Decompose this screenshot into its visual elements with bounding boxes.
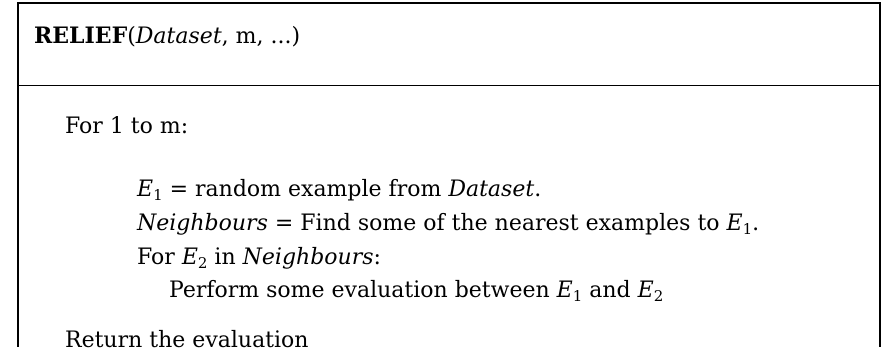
- inner-loop-mid: in: [207, 245, 243, 270]
- inner-loop-end: :: [373, 245, 381, 270]
- var-e2: E: [181, 245, 198, 270]
- ref-e1-subscript: 1: [742, 220, 753, 238]
- ref-e1: E: [726, 211, 743, 236]
- eval-var-e2-subscript: 2: [653, 287, 664, 305]
- params-rest: , m, ...): [221, 24, 301, 49]
- var-e1: E: [137, 177, 154, 202]
- step-find-text: = Find some of the nearest examples to: [267, 211, 727, 236]
- step-find-end: .: [752, 211, 760, 236]
- inner-loop-prefix: For: [137, 245, 182, 270]
- ref-neighbours: Neighbours: [242, 245, 374, 270]
- step-random-example: E1 = random example from Dataset.: [137, 177, 541, 203]
- algorithm-name: RELIEF: [34, 23, 128, 49]
- step-evaluate-text: Perform some evaluation between: [169, 278, 557, 303]
- step-random-end: .: [534, 177, 542, 202]
- var-e1-subscript: 1: [153, 186, 163, 204]
- eval-var-e2: E: [637, 278, 654, 303]
- step-find-neighbours: Neighbours = Find some of the nearest ex…: [137, 211, 759, 237]
- step-evaluate-and: and: [582, 278, 638, 303]
- algorithm-signature: RELIEF(Dataset, m, ...): [34, 23, 300, 50]
- var-e2-subscript: 2: [197, 254, 208, 272]
- eval-var-e1: E: [556, 278, 573, 303]
- ref-dataset: Dataset: [448, 177, 535, 202]
- inner-loop-header: For E2 in Neighbours:: [137, 245, 381, 271]
- eval-var-e1-subscript: 1: [572, 287, 583, 305]
- param-dataset: Dataset: [135, 24, 222, 49]
- var-neighbours: Neighbours: [137, 211, 268, 236]
- step-evaluate: Perform some evaluation between E1 and E…: [169, 278, 663, 304]
- return-statement: Return the evaluation: [65, 328, 309, 353]
- algorithm-box: RELIEF(Dataset, m, ...) For 1 to m: E1 =…: [17, 2, 881, 353]
- header-divider: [19, 85, 879, 86]
- step-random-text: = random example from: [162, 177, 449, 202]
- loop-header: For 1 to m:: [65, 114, 189, 139]
- signature-open-paren: (: [127, 24, 136, 49]
